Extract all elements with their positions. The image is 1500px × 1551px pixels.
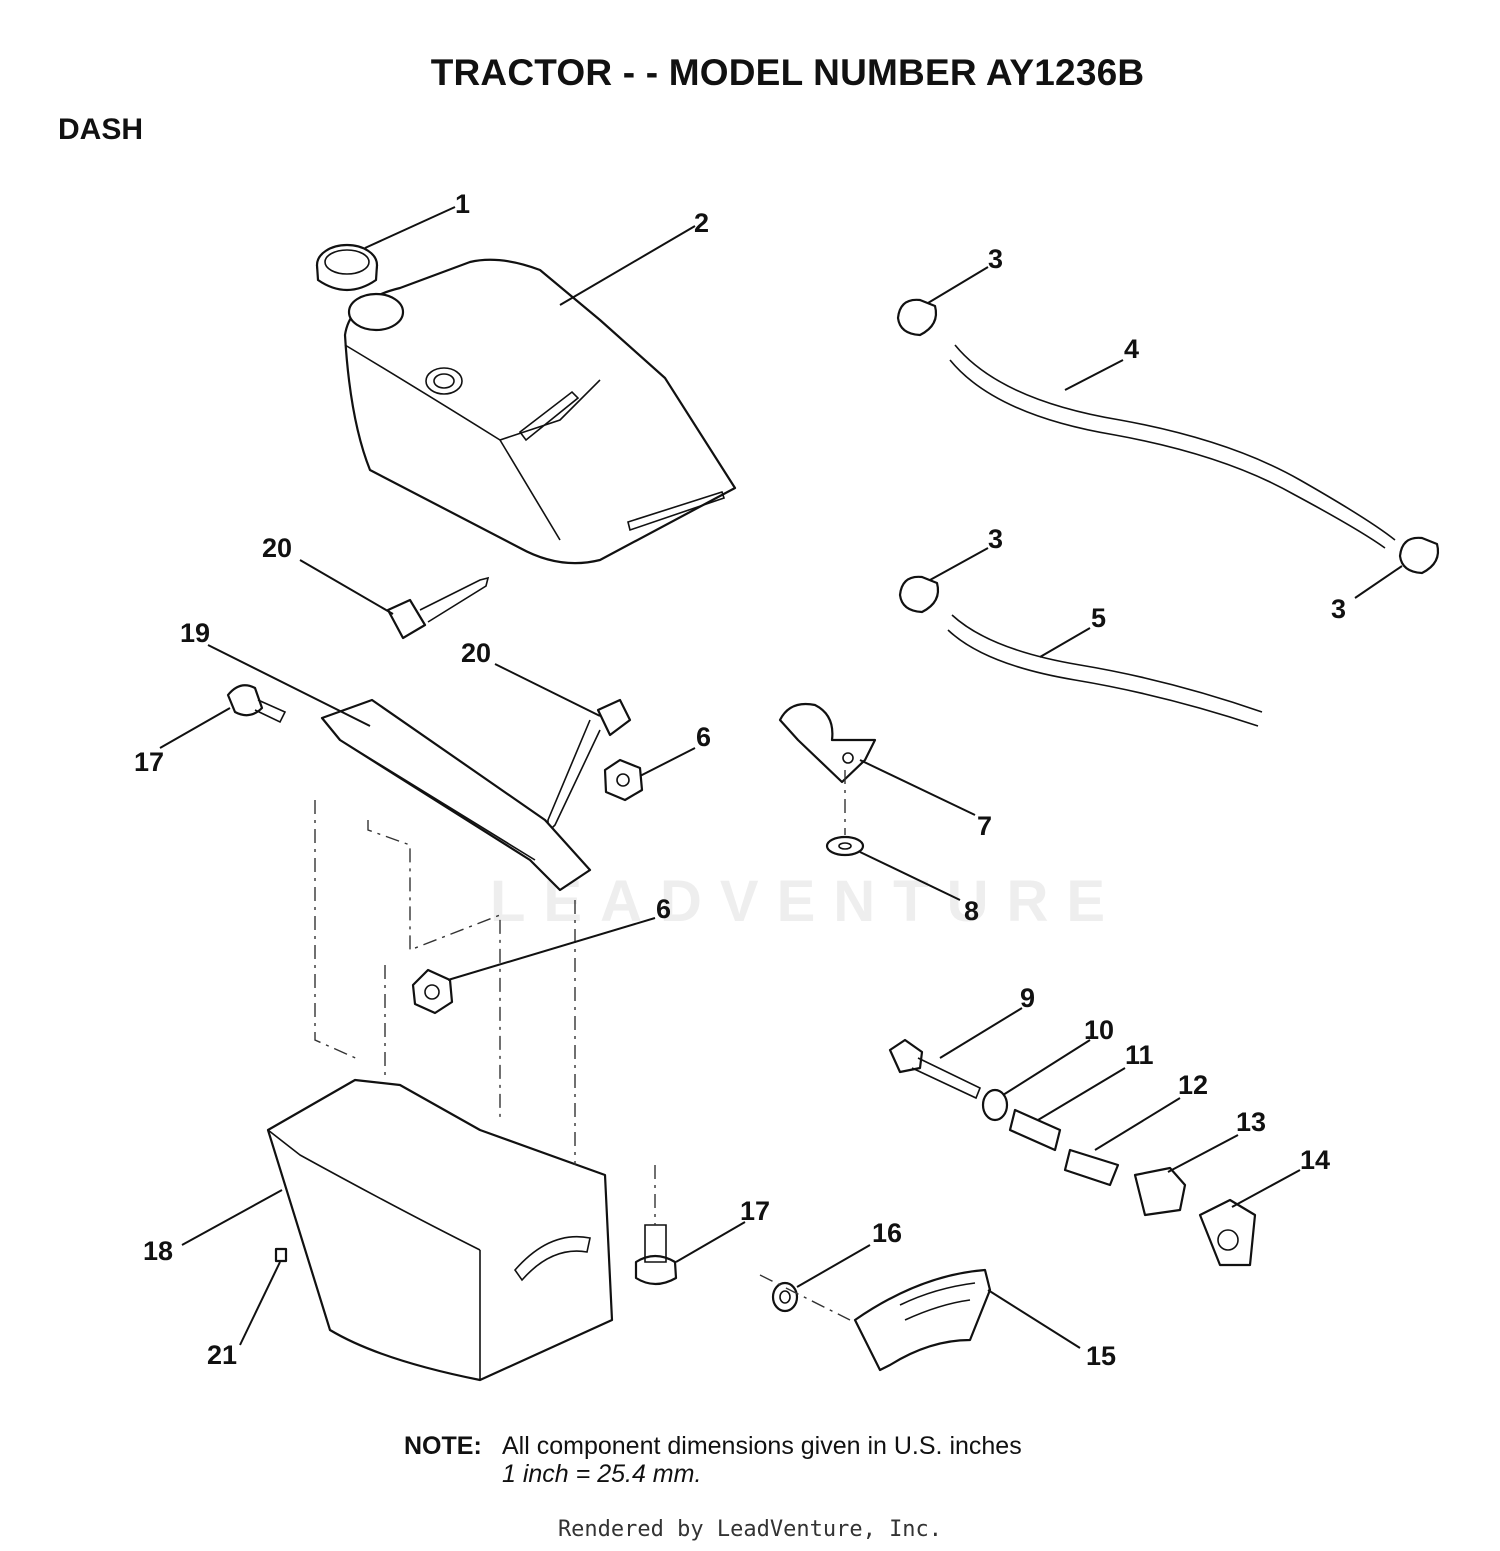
callout-9: 9 [1020,983,1035,1013]
callout-12: 12 [1178,1070,1208,1100]
callout-3: 3 [988,524,1003,554]
section-label: DASH [58,113,144,146]
callout-21: 21 [207,1340,237,1370]
callout-1: 1 [455,189,470,219]
callout-20: 20 [262,533,292,563]
footer-text: Rendered by LeadVenture, Inc. [557,1517,943,1542]
callout-4: 4 [1124,334,1139,364]
callout-5: 5 [1091,603,1106,633]
washer-part[interactable] [825,835,865,857]
callout-10: 10 [1084,1015,1114,1045]
callout-2: 2 [694,208,709,238]
watermark-text: LEADVENTURE [490,869,1124,934]
fuel-hose-long-part[interactable] [949,344,1396,549]
bolt-part[interactable] [226,684,678,1286]
callout-6: 6 [696,722,711,752]
callout-20: 20 [461,638,491,668]
plate-part[interactable] [771,1268,992,1372]
leader-lines [159,206,1403,1349]
dash-panel-part[interactable] [266,1078,614,1382]
note-line-1: All component dimensions given in U.S. i… [502,1432,1022,1460]
callout-18: 18 [143,1236,173,1266]
dash-bracket-part[interactable] [320,698,592,892]
callout-11: 11 [1125,1040,1154,1070]
fuel-cap-part[interactable] [315,243,379,291]
note-line-2: 1 inch = 25.4 mm. [502,1460,702,1488]
hose-clamp-part[interactable] [896,298,1440,614]
callout-15: 15 [1086,1341,1116,1371]
callout-17: 17 [740,1196,770,1226]
callout-17: 17 [134,747,164,777]
callout-8: 8 [964,896,979,926]
assembly-lines [314,770,851,1321]
dimension-note: NOTE: All component dimensions given in U… [404,1432,1022,1488]
callout-16: 16 [872,1218,902,1248]
hose-clip-part[interactable] [778,702,877,784]
note-label: NOTE: [404,1432,482,1460]
callout-3: 3 [988,244,1003,274]
callout-3: 3 [1331,594,1346,624]
callout-19: 19 [180,618,210,648]
fuel-hose-short-part[interactable] [947,614,1263,727]
callout-6: 6 [656,894,671,924]
bolt-assembly-part[interactable] [888,1038,1257,1267]
callout-7: 7 [977,811,992,841]
plug-part[interactable] [274,1247,288,1263]
callout-labels: 1 2 3 3 3 4 5 6 6 7 8 9 10 11 12 13 14 1… [134,189,1346,1371]
diagram-title: TRACTOR - - MODEL NUMBER AY1236B [430,52,1145,93]
fuel-tank-part[interactable] [343,258,737,565]
callout-13: 13 [1236,1107,1266,1137]
screw-part[interactable] [386,576,632,834]
nut-part[interactable] [411,758,644,1015]
callout-14: 14 [1300,1145,1330,1175]
